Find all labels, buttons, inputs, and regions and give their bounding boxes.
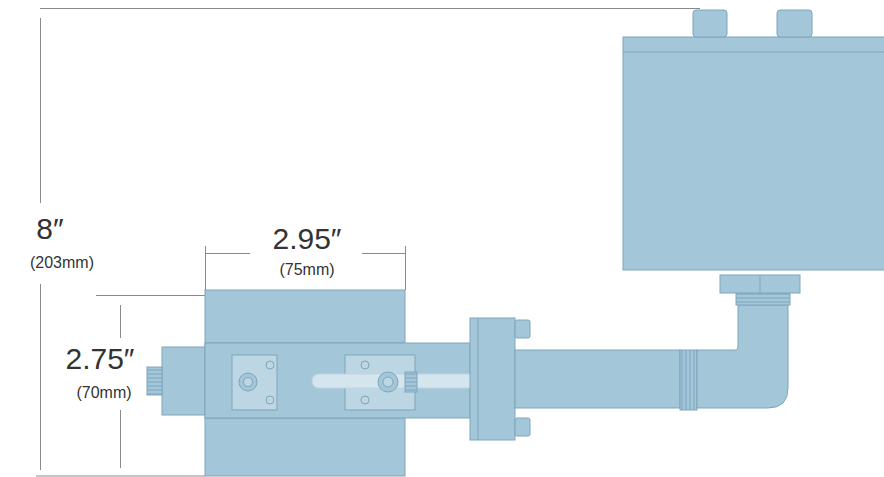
dimension-metric: (75mm) — [279, 261, 334, 279]
dimension-value: 2.75″ — [65, 342, 134, 375]
dimension-metric: (203mm) — [30, 254, 94, 272]
dimension-lines — [36, 9, 700, 477]
device-parts — [147, 10, 884, 476]
dimension-value: 2.95″ — [272, 222, 341, 255]
dimension-metric: (70mm) — [76, 384, 131, 402]
dimension-value: 8″ — [36, 212, 63, 245]
